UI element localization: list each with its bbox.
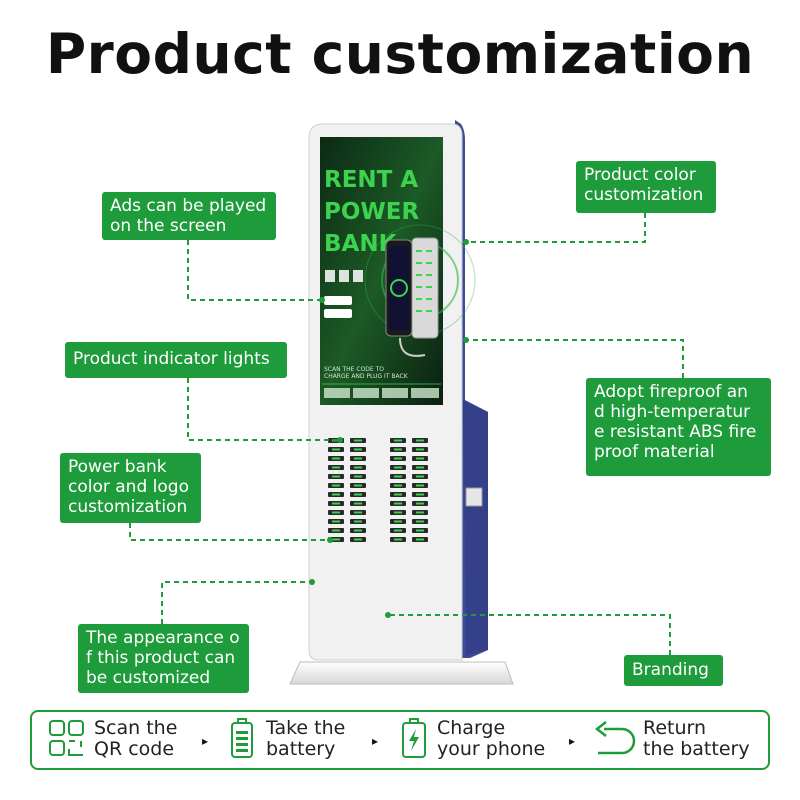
indicator-light [332, 520, 340, 523]
indicator-light [416, 439, 424, 442]
indicator-light [332, 466, 340, 469]
battery-slots [328, 438, 428, 542]
indicator-light [394, 466, 402, 469]
leader-lines [129, 213, 684, 655]
usage-steps-bar: Scan the QR code ▸ Take the battery ▸ Ch… [30, 710, 770, 770]
qr-code-icon [49, 720, 84, 756]
indicator-light [416, 457, 424, 460]
indicator-light [416, 511, 424, 514]
indicator-light [354, 520, 362, 523]
indicator-light [354, 538, 362, 541]
indicator-light [394, 475, 402, 478]
indicator-light [416, 466, 424, 469]
indicator-light [332, 457, 340, 460]
step-arrow-icon: ▸ [372, 734, 379, 748]
callout-fireproof-material: Adopt fireproof an d high-temperatur e r… [586, 378, 771, 476]
indicator-light [394, 502, 402, 505]
callout-ads: Ads can be played on the screen [102, 192, 276, 240]
indicator-light [332, 538, 340, 541]
indicator-light [332, 529, 340, 532]
indicator-light [354, 511, 362, 514]
indicator-light [332, 493, 340, 496]
indicator-light [394, 511, 402, 514]
indicator-light [416, 484, 424, 487]
step-arrow-icon: ▸ [569, 734, 576, 748]
indicator-light [354, 439, 362, 442]
indicator-light [416, 502, 424, 505]
indicator-light [394, 457, 402, 460]
indicator-light [394, 493, 402, 496]
battery-icon [231, 718, 253, 758]
indicator-light [394, 439, 402, 442]
indicator-light [354, 502, 362, 505]
page-title: Product customization [45, 22, 755, 86]
phone-charge-icon [402, 718, 426, 758]
indicator-light [416, 493, 424, 496]
step-4-label: Return the battery [643, 717, 750, 760]
screen-scan-text-2: CHARGE AND PLUG IT BACK [324, 373, 409, 380]
callout-product-color: Product color customization [576, 161, 716, 213]
return-arrow-icon [594, 721, 636, 755]
indicator-light [354, 448, 362, 451]
indicator-light [394, 529, 402, 532]
screen-headline-1: RENT A [324, 167, 418, 193]
kiosk-base [289, 661, 514, 685]
indicator-light [332, 484, 340, 487]
indicator-light [354, 529, 362, 532]
callout-branding: Branding [624, 655, 723, 686]
indicator-light [416, 475, 424, 478]
indicator-light [332, 511, 340, 514]
screen-headline-2: POWER [324, 199, 419, 225]
step-3-label: Charge your phone [437, 717, 546, 760]
step-1-label: Scan the QR code [94, 717, 178, 760]
indicator-light [394, 484, 402, 487]
indicator-light [354, 457, 362, 460]
indicator-light [394, 520, 402, 523]
indicator-light [416, 538, 424, 541]
step-arrow-icon: ▸ [202, 734, 209, 748]
screen-power-bank [411, 237, 439, 339]
indicator-light [416, 448, 424, 451]
indicator-light [354, 475, 362, 478]
screen-headline-3: BANK [324, 231, 398, 257]
indicator-light [354, 484, 362, 487]
callout-power-bank-customization: Power bank color and logo customization [60, 453, 201, 523]
indicator-light [394, 448, 402, 451]
indicator-light [332, 475, 340, 478]
step-2-label: Take the battery [266, 717, 346, 760]
screen-scan-text-1: SCAN THE CODE TO [324, 366, 384, 373]
kiosk-side-slot [465, 487, 483, 507]
indicator-light [416, 529, 424, 532]
indicator-light [416, 520, 424, 523]
callout-indicator-lights: Product indicator lights [65, 342, 287, 378]
indicator-light [332, 502, 340, 505]
indicator-light [332, 448, 340, 451]
callout-appearance: The appearance o f this product can be c… [78, 624, 249, 693]
indicator-light [394, 538, 402, 541]
indicator-light [354, 466, 362, 469]
indicator-light [354, 493, 362, 496]
